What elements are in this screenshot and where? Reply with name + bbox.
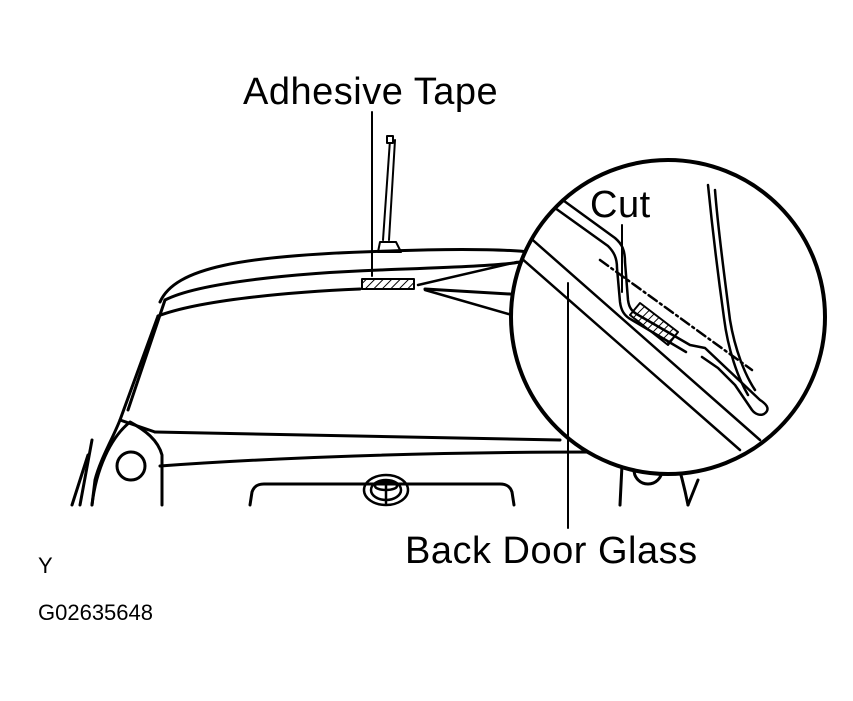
orientation-mark: Y — [38, 553, 53, 578]
figure-code: G02635648 — [38, 600, 153, 625]
cut-label: Cut — [590, 184, 651, 226]
toyota-emblem-icon — [362, 473, 410, 507]
license-recess — [248, 482, 516, 507]
adhesive-tape-detail — [629, 302, 679, 346]
antenna — [377, 135, 402, 253]
callout-lines — [416, 260, 519, 317]
back-door-glass-label: Back Door Glass — [405, 530, 698, 572]
adhesive-tape-mark — [361, 278, 415, 290]
adhesive-tape-label: Adhesive Tape — [243, 71, 499, 113]
detail-circle — [509, 158, 827, 476]
